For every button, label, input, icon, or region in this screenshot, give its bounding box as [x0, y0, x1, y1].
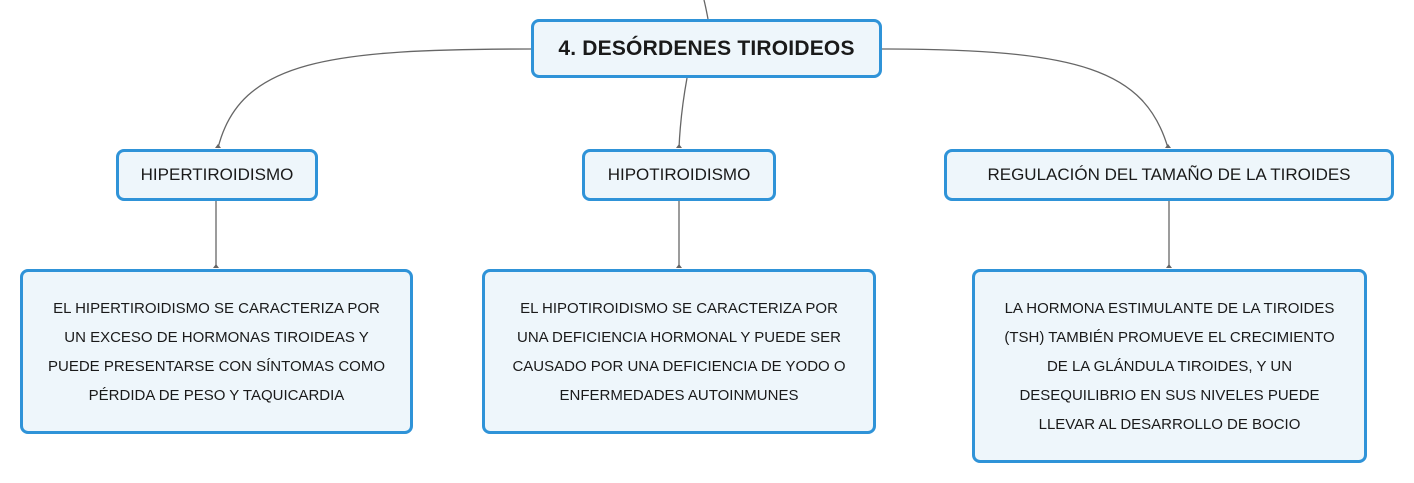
detail-line: EL HIPOTIROIDISMO SE CARACTERIZA POR [520, 299, 838, 317]
topic-label-regulacion: REGULACIÓN DEL TAMAÑO DE LA TIROIDES [987, 165, 1351, 184]
detail-line: LLEVAR AL DESARROLLO DE BOCIO [1038, 415, 1301, 433]
arrowhead-hipotiroidismo-detail [676, 264, 682, 268]
arrowhead-regulacion-detail [1166, 264, 1172, 268]
detail-node-hipertiroidismo[interactable]: EL HIPERTIROIDISMO SE CARACTERIZA POR UN… [20, 269, 413, 434]
arrowhead-hipertiroidismo-detail [213, 264, 219, 268]
detail-line: UN EXCESO DE HORMONAS TIROIDEAS Y [64, 328, 369, 346]
detail-line: DE LA GLÁNDULA TIROIDES, Y UN [1046, 357, 1293, 375]
detail-line: EL HIPERTIROIDISMO SE CARACTERIZA POR [53, 299, 380, 317]
detail-line: ENFERMEDADES AUTOINMUNES [559, 386, 799, 404]
detail-node-hipotiroidismo[interactable]: EL HIPOTIROIDISMO SE CARACTERIZA POR UNA… [482, 269, 876, 434]
root-title: 4. DESÓRDENES TIROIDEOS [558, 36, 855, 60]
detail-line: CAUSADO POR UNA DEFICIENCIA DE YODO O [512, 357, 846, 375]
detail-line: UNA DEFICIENCIA HORMONAL Y PUEDE SER [517, 328, 841, 346]
connector-root-to-regulacion [881, 48, 1169, 149]
detail-line: PUEDE PRESENTARSE CON SÍNTOMAS COMO [48, 357, 385, 375]
topic-node-regulacion[interactable]: REGULACIÓN DEL TAMAÑO DE LA TIROIDES [944, 149, 1394, 201]
root-node[interactable]: 4. DESÓRDENES TIROIDEOS [531, 19, 882, 78]
detail-line: DESEQUILIBRIO EN SUS NIVELES PUEDE [1019, 386, 1320, 404]
arrowhead-hipertiroidismo [215, 144, 221, 148]
detail-node-regulacion[interactable]: LA HORMONA ESTIMULANTE DE LA TIROIDES (T… [972, 269, 1367, 463]
arrowhead-regulacion [1165, 144, 1171, 148]
detail-line: LA HORMONA ESTIMULANTE DE LA TIROIDES [1004, 299, 1335, 317]
detail-line: (TSH) TAMBIÉN PROMUEVE EL CRECIMIENTO [1004, 328, 1335, 346]
topic-label-hipotiroidismo: HIPOTIROIDISMO [607, 165, 751, 184]
connector-root-to-hipotiroidismo [678, 77, 688, 149]
connector-parent-to-root [703, 0, 709, 20]
arrowhead-hipotiroidismo [676, 144, 682, 148]
connector-root-to-hipertiroidismo [217, 48, 532, 149]
detail-text-hipertiroidismo: EL HIPERTIROIDISMO SE CARACTERIZA POR UN… [48, 294, 385, 410]
topic-node-hipertiroidismo[interactable]: HIPERTIROIDISMO [116, 149, 318, 201]
topic-label-hipertiroidismo: HIPERTIROIDISMO [140, 165, 294, 184]
topic-node-hipotiroidismo[interactable]: HIPOTIROIDISMO [582, 149, 776, 201]
detail-text-regulacion: LA HORMONA ESTIMULANTE DE LA TIROIDES (T… [1004, 294, 1334, 439]
detail-text-hipotiroidismo: EL HIPOTIROIDISMO SE CARACTERIZA POR UNA… [512, 294, 845, 410]
detail-line: PÉRDIDA DE PESO Y TAQUICARDIA [88, 386, 345, 404]
